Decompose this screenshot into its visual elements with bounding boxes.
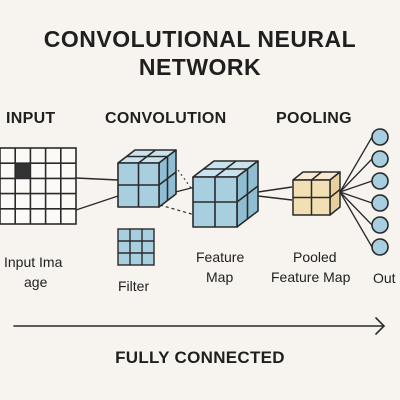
convolution-cube <box>117 149 177 208</box>
diagram-title-line1: CONVOLUTIONAL NEURAL <box>43 26 357 52</box>
output-neurons <box>371 128 389 256</box>
dashed-connector <box>159 204 196 216</box>
connector-lines <box>75 177 293 211</box>
section-pooling: POOLING <box>276 110 352 127</box>
output-caption: Out <box>373 270 396 286</box>
neuron-node <box>371 216 389 234</box>
fully-connected-label: FULLY CONNECTED <box>115 348 285 367</box>
section-convolution: CONVOLUTION <box>105 110 227 127</box>
pooled-caption-line2: Feature Map <box>271 269 351 285</box>
pooled-cube <box>292 171 341 216</box>
neuron-node <box>371 194 389 212</box>
fc-connections <box>339 136 373 248</box>
highlighted-pixel <box>16 164 30 178</box>
neuron-node <box>371 128 389 146</box>
pooled-caption-line1: Pooled <box>293 249 337 265</box>
diagram-title-line2: NETWORK <box>138 54 262 80</box>
feature-map-caption-line2: Map <box>206 269 234 285</box>
neuron-node <box>371 172 389 190</box>
feature-map-cube <box>192 160 259 228</box>
feature-map-caption-line1: Feature <box>196 249 245 265</box>
fully-connected-arrow <box>13 317 386 335</box>
input-image-caption-line2: age <box>24 274 48 290</box>
filter-grid <box>117 228 155 266</box>
neuron-node <box>371 238 389 256</box>
section-input: INPUT <box>6 110 56 127</box>
filter-caption: Filter <box>118 278 150 294</box>
neuron-node <box>371 150 389 168</box>
input-image-caption-line1: Input Ima <box>4 254 63 270</box>
input-image-grid <box>0 147 77 225</box>
